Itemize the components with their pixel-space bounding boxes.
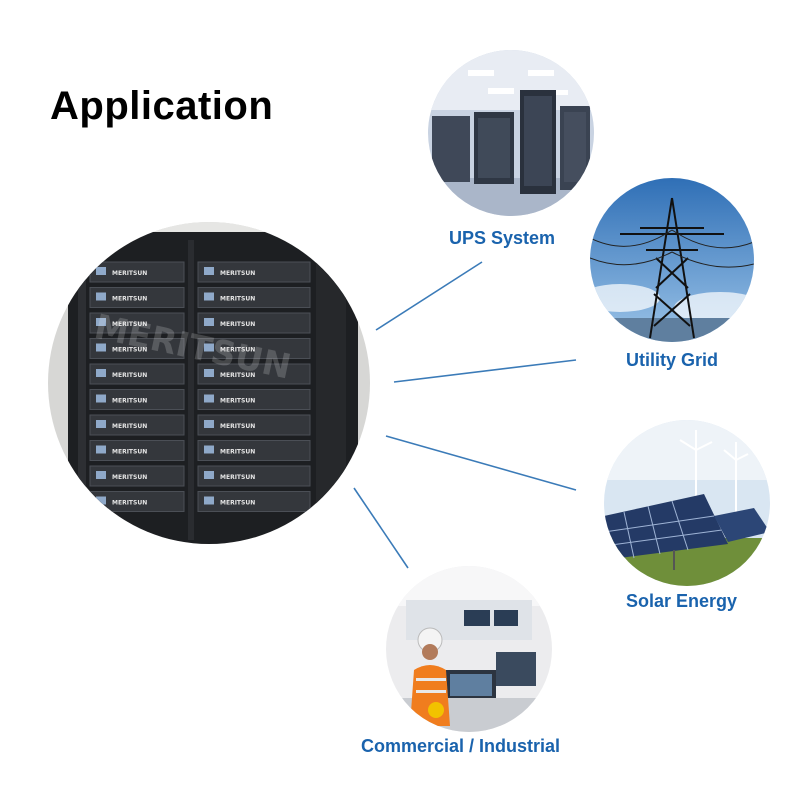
module-screen	[96, 318, 106, 326]
page-title: Application	[50, 84, 274, 128]
module-screen	[96, 394, 106, 403]
module-screen	[204, 394, 214, 403]
module-screen	[96, 471, 106, 479]
module-brand-label: MERITSUN	[112, 423, 147, 430]
module-brand-label: MERITSUN	[112, 474, 147, 481]
battery-module	[89, 338, 185, 359]
battery-module	[89, 312, 185, 334]
battery-module	[197, 338, 311, 359]
battery-module	[89, 440, 185, 461]
module-screen	[204, 496, 214, 505]
module-screen	[204, 318, 214, 326]
module-screen	[204, 445, 214, 454]
module-screen	[204, 343, 214, 352]
module-brand-label: MERITSUN	[220, 423, 255, 430]
module-screen	[96, 267, 106, 275]
module-screen	[96, 496, 106, 505]
app-label-solar: Solar Energy	[626, 591, 738, 611]
module-brand-label: MERITSUN	[220, 270, 255, 277]
battery-module	[197, 312, 311, 334]
module-brand-label: MERITSUN	[112, 347, 147, 354]
battery-module	[197, 261, 311, 283]
battery-rack-illustration: MERITSUN MERITSUN MERITSUN MERITSUN MERITSUN…	[48, 222, 370, 544]
battery-module	[197, 440, 311, 461]
module-brand-label: MERITSUN	[220, 372, 255, 379]
module-brand-label: MERITSUN	[220, 296, 255, 303]
module-brand-label: MERITSUN	[112, 296, 147, 303]
solar-energy-photo	[604, 420, 770, 586]
module-screen	[204, 292, 214, 301]
app-label-commercial: Commercial / Industrial	[361, 736, 561, 756]
module-brand-label: MERITSUN	[220, 398, 255, 405]
utility-grid-photo	[590, 178, 754, 342]
connector-solar	[385, 435, 577, 491]
module-brand-label: MERITSUN	[112, 449, 147, 456]
module-screen	[204, 420, 214, 428]
module-screen	[204, 369, 214, 377]
module-brand-label: MERITSUN	[220, 321, 255, 328]
connector-commercial	[353, 487, 409, 569]
battery-module	[197, 465, 311, 487]
module-brand-label: MERITSUN	[220, 500, 255, 507]
module-screen	[204, 267, 214, 275]
module-brand-label: MERITSUN	[112, 270, 147, 277]
module-brand-label: MERITSUN	[220, 474, 255, 481]
module-brand-label: MERITSUN	[220, 449, 255, 456]
battery-module	[89, 414, 185, 436]
ups-system-photo	[428, 50, 594, 216]
battery-module	[89, 465, 185, 487]
commercial-industrial-photo	[386, 566, 552, 732]
module-screen	[96, 343, 106, 352]
module-screen	[96, 292, 106, 301]
battery-module	[197, 363, 311, 385]
battery-module	[197, 414, 311, 436]
battery-module	[89, 389, 185, 410]
battery-module	[197, 389, 311, 410]
app-label-ups: UPS System	[449, 228, 556, 248]
module-brand-label: MERITSUN	[220, 347, 255, 354]
battery-rack-photo: MERITSUN MERITSUN MERITSUN MERITSUN MERITSUN…	[48, 222, 370, 544]
module-screen	[96, 445, 106, 454]
module-screen	[204, 471, 214, 479]
connector-ups	[375, 261, 483, 331]
battery-module	[89, 363, 185, 385]
battery-module	[197, 491, 311, 512]
module-brand-label: MERITSUN	[112, 321, 147, 328]
module-brand-label: MERITSUN	[112, 398, 147, 405]
module-brand-label: MERITSUN	[112, 500, 147, 507]
connector-grid	[393, 359, 577, 383]
app-label-grid: Utility Grid	[626, 350, 719, 370]
battery-module	[197, 287, 311, 308]
module-screen	[96, 369, 106, 377]
module-screen	[96, 420, 106, 428]
module-brand-label: MERITSUN	[112, 372, 147, 379]
battery-module	[89, 287, 185, 308]
